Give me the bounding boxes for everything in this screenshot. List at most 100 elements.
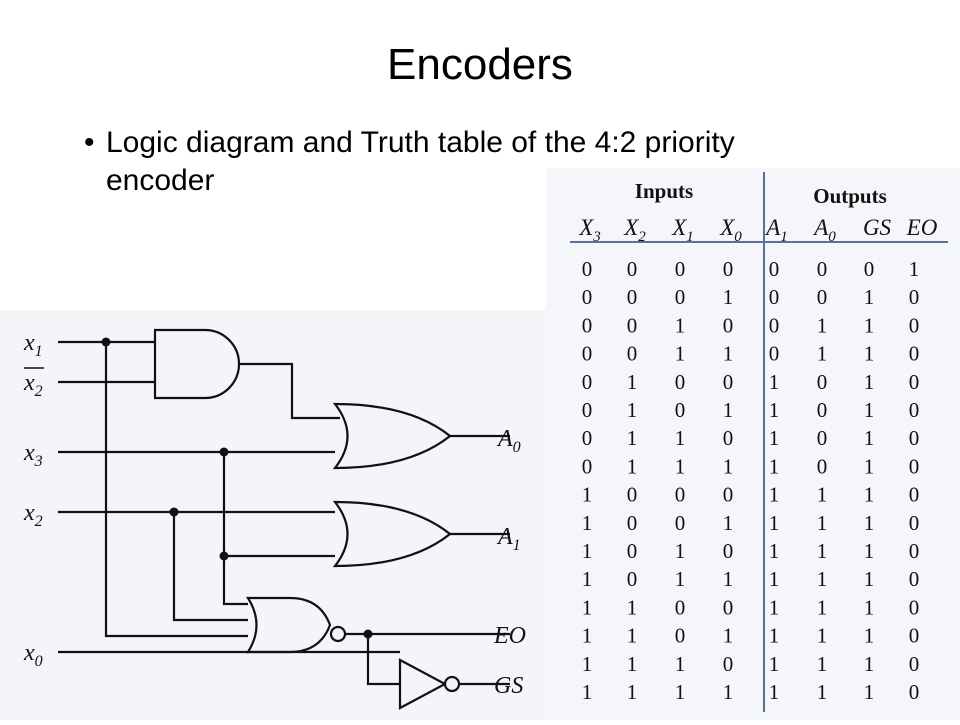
table-cell: 0 [675, 595, 686, 619]
table-cell: 0 [909, 483, 920, 507]
table-cell: 1 [769, 370, 780, 394]
table-cell: 1 [723, 285, 734, 309]
table-cell: 0 [582, 285, 593, 309]
table-cell: 1 [627, 426, 638, 450]
table-cell: 1 [769, 567, 780, 591]
table-cell: 1 [723, 567, 734, 591]
table-cell: 0 [582, 370, 593, 394]
column-header: A0 [812, 215, 836, 245]
table-cell: 0 [627, 342, 638, 366]
table-cell: 0 [627, 313, 638, 337]
output-label-eo: EO [493, 623, 526, 649]
table-cell: 1 [817, 483, 828, 507]
table-cell: 0 [909, 567, 920, 591]
table-cell: 0 [817, 370, 828, 394]
logic-diagram: x1 x2 x3 x2 x0 A0 A1 EO GS [23, 328, 526, 710]
table-cell: 0 [909, 652, 920, 676]
table-cell: 1 [864, 313, 875, 337]
table-cell: 1 [675, 539, 686, 563]
table-cell: 1 [864, 342, 875, 366]
table-cell: 0 [627, 539, 638, 563]
inverter-gate [398, 658, 448, 710]
table-cell: 1 [769, 511, 780, 535]
table-cell: 1 [675, 680, 686, 704]
table-cell: 0 [817, 426, 828, 450]
table-cell: 1 [627, 595, 638, 619]
table-cell: 1 [769, 680, 780, 704]
or-gate-1 [332, 402, 452, 470]
column-header: EO [906, 215, 938, 240]
table-cell: 1 [817, 567, 828, 591]
column-header: X3 [578, 215, 601, 245]
table-cell: 1 [817, 624, 828, 648]
table-cell: 1 [627, 624, 638, 648]
wire-and-to-or1 [239, 362, 340, 420]
table-cell: 1 [864, 624, 875, 648]
table-cell: 1 [769, 454, 780, 478]
table-cell: 0 [909, 624, 920, 648]
table-cell: 1 [864, 398, 875, 422]
slide-title: Encoders [387, 40, 573, 89]
table-cell: 0 [817, 398, 828, 422]
table-cell: 1 [864, 483, 875, 507]
table-cell: 0 [723, 652, 734, 676]
group-header-outputs: Outputs [813, 184, 887, 208]
input-label-x0: x0 [23, 640, 43, 670]
table-cell: 0 [582, 398, 593, 422]
table-cell: 0 [627, 567, 638, 591]
table-cell: 0 [817, 257, 828, 281]
table-cell: 1 [864, 567, 875, 591]
table-cell: 1 [817, 313, 828, 337]
or-gate-2 [332, 500, 452, 568]
junction-dot [169, 507, 179, 517]
table-cell: 1 [817, 652, 828, 676]
table-cell: 0 [675, 511, 686, 535]
table-cell: 0 [909, 285, 920, 309]
table-cell: 1 [723, 398, 734, 422]
table-cell: 1 [723, 680, 734, 704]
junction-dot [101, 337, 111, 347]
table-cell: 0 [582, 342, 593, 366]
table-cell: 1 [675, 426, 686, 450]
table-cell: 1 [675, 567, 686, 591]
table-cell: 1 [864, 539, 875, 563]
table-cell: 0 [909, 539, 920, 563]
table-cell: 0 [582, 313, 593, 337]
table-cell: 0 [909, 426, 920, 450]
table-cell: 1 [769, 483, 780, 507]
table-cell: 0 [582, 454, 593, 478]
table-cell: 0 [582, 426, 593, 450]
table-cell: 1 [675, 342, 686, 366]
table-cell: 0 [627, 511, 638, 535]
output-label-a0: A0 [496, 426, 521, 456]
table-cell: 1 [582, 652, 593, 676]
table-cell: 1 [864, 680, 875, 704]
table-cell: 1 [817, 342, 828, 366]
table-cell: 1 [864, 511, 875, 535]
table-cell: 1 [769, 398, 780, 422]
table-cell: 1 [769, 426, 780, 450]
table-cell: 1 [769, 595, 780, 619]
table-cell: 1 [582, 680, 593, 704]
input-label-x2: x2 [23, 500, 43, 530]
table-cell: 0 [817, 285, 828, 309]
table-cell: 1 [582, 511, 593, 535]
inverter-bubble-1 [329, 625, 347, 643]
wire-x2-branch [172, 512, 248, 622]
circuit-panel: x1 x2 x3 x2 x0 A0 A1 EO GS [0, 310, 548, 720]
table-cell: 0 [675, 483, 686, 507]
table-cell: 1 [769, 539, 780, 563]
table-cell: 0 [909, 680, 920, 704]
table-cell: 0 [723, 483, 734, 507]
table-cell: 1 [864, 454, 875, 478]
table-cell: 1 [627, 398, 638, 422]
table-cell: 1 [864, 652, 875, 676]
table-cell: 1 [864, 370, 875, 394]
table-cell: 1 [723, 624, 734, 648]
table-cell: 1 [627, 370, 638, 394]
bullet-dot-icon: • [84, 126, 95, 159]
table-cell: 1 [864, 285, 875, 309]
table-cell: 0 [627, 257, 638, 281]
column-header: A1 [764, 215, 788, 245]
column-header: X0 [719, 215, 742, 245]
